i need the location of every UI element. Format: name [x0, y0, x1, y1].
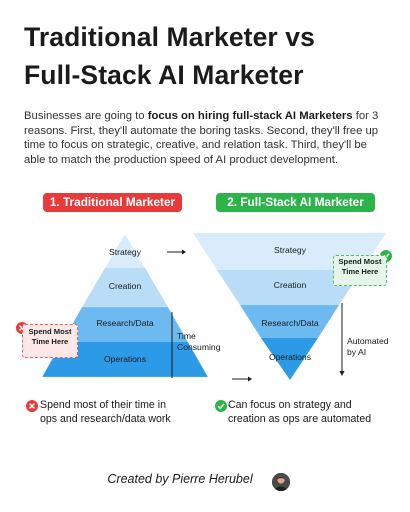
arrow-right-icon [232, 376, 252, 382]
arrow-right-icon [167, 249, 186, 255]
trad-label-operations: Operations [104, 354, 146, 364]
fs-summary-line-1: Can focus on strategy and [228, 399, 352, 411]
author-credit: Created by Pierre Herubel [107, 472, 253, 486]
traditional-badge: 1. Traditional Marketer [43, 193, 182, 212]
trad-layer-creation [82, 268, 168, 307]
automated-label: Automated by AI [347, 336, 389, 358]
avatar-photo [272, 473, 290, 491]
fs-label-operations: Operations [269, 352, 311, 362]
title-line-1: Traditional Marketer vs [24, 22, 315, 52]
trad-layer-strategy [105, 234, 145, 268]
intro-part-2: for 3 reasons. First, they'll automate t… [24, 110, 379, 166]
fs-summary-line-2: creation as ops are automated [228, 413, 372, 425]
traditional-time-note: Spend Most Time Here [22, 324, 78, 358]
traditional-summary: Spend most of their time in ops and rese… [40, 398, 200, 426]
intro-part-1: Businesses are going to [24, 110, 148, 122]
fs-label-research: Research/Data [261, 318, 319, 328]
fs-note-line-1: Spend Most [338, 257, 382, 266]
fs-layer-operations [261, 338, 318, 380]
fs-layer-creation [217, 270, 362, 305]
avatar-icon [272, 473, 290, 491]
trad-summary-line-2: ops and research/data work [40, 413, 171, 425]
time-consuming-line-1: Time [177, 331, 196, 341]
intro-bold: focus on hiring full-stack AI Marketers [147, 110, 353, 122]
traditional-pyramid: Strategy Creation Research/Data Operatio… [41, 234, 209, 378]
trad-note-line-2: Time Here [31, 337, 69, 346]
trad-layer-research [62, 307, 188, 342]
fullstack-badge: 2. Full-Stack AI Marketer [216, 193, 375, 212]
fs-note-line-2: Time Here [341, 267, 379, 276]
trad-label-strategy: Strategy [109, 247, 142, 257]
trad-layer-operations [42, 342, 208, 377]
fs-layer-research [240, 305, 339, 338]
automated-line-2: by AI [347, 347, 367, 357]
trad-label-creation: Creation [109, 281, 142, 291]
fullstack-time-note: Spend Most Time Here [333, 255, 387, 286]
intro-paragraph: Businesses are going to focus on hiring … [24, 109, 388, 167]
trad-note-line-1: Spend Most [28, 327, 72, 336]
x-circle-icon [26, 400, 38, 412]
title-line-2: Full-Stack AI Marketer [24, 60, 304, 90]
fs-label-strategy: Strategy [274, 245, 307, 255]
time-consuming-label: Time Consuming [177, 331, 220, 353]
trad-summary-line-1: Spend most of their time in [40, 399, 167, 411]
fs-label-creation: Creation [274, 280, 307, 290]
arrow-down-icon [339, 303, 345, 376]
trad-label-research: Research/Data [96, 318, 154, 328]
page-title: Traditional Marketer vs Full-Stack AI Ma… [24, 18, 394, 94]
automated-line-1: Automated [347, 336, 389, 346]
time-consuming-line-2: Consuming [177, 342, 221, 352]
check-circle-icon [215, 400, 227, 412]
fullstack-summary: Can focus on strategy and creation as op… [228, 398, 388, 426]
